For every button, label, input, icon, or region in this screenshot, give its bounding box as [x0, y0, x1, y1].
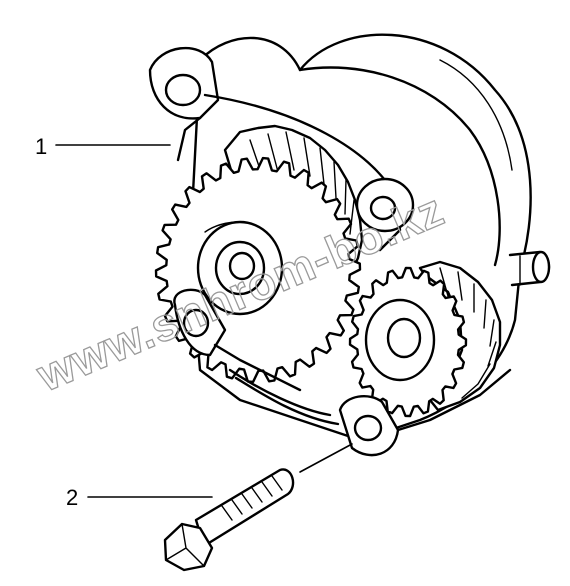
driven-gear-bore: [386, 317, 422, 359]
mount-hole-top: [164, 73, 202, 107]
mount-hole-bottom: [353, 414, 383, 442]
callout-label-1: 1: [35, 134, 47, 159]
callout-1: 1: [35, 134, 171, 159]
callout-2: 2: [66, 443, 353, 510]
drive-gear-bore: [228, 251, 256, 281]
mounting-lugs: [173, 288, 512, 457]
driven-gear-small: [348, 260, 502, 418]
mount-hole-right: [369, 195, 397, 221]
bolt: [163, 468, 295, 572]
mount-hole-left: [182, 308, 210, 338]
callout-label-2: 2: [66, 485, 78, 510]
